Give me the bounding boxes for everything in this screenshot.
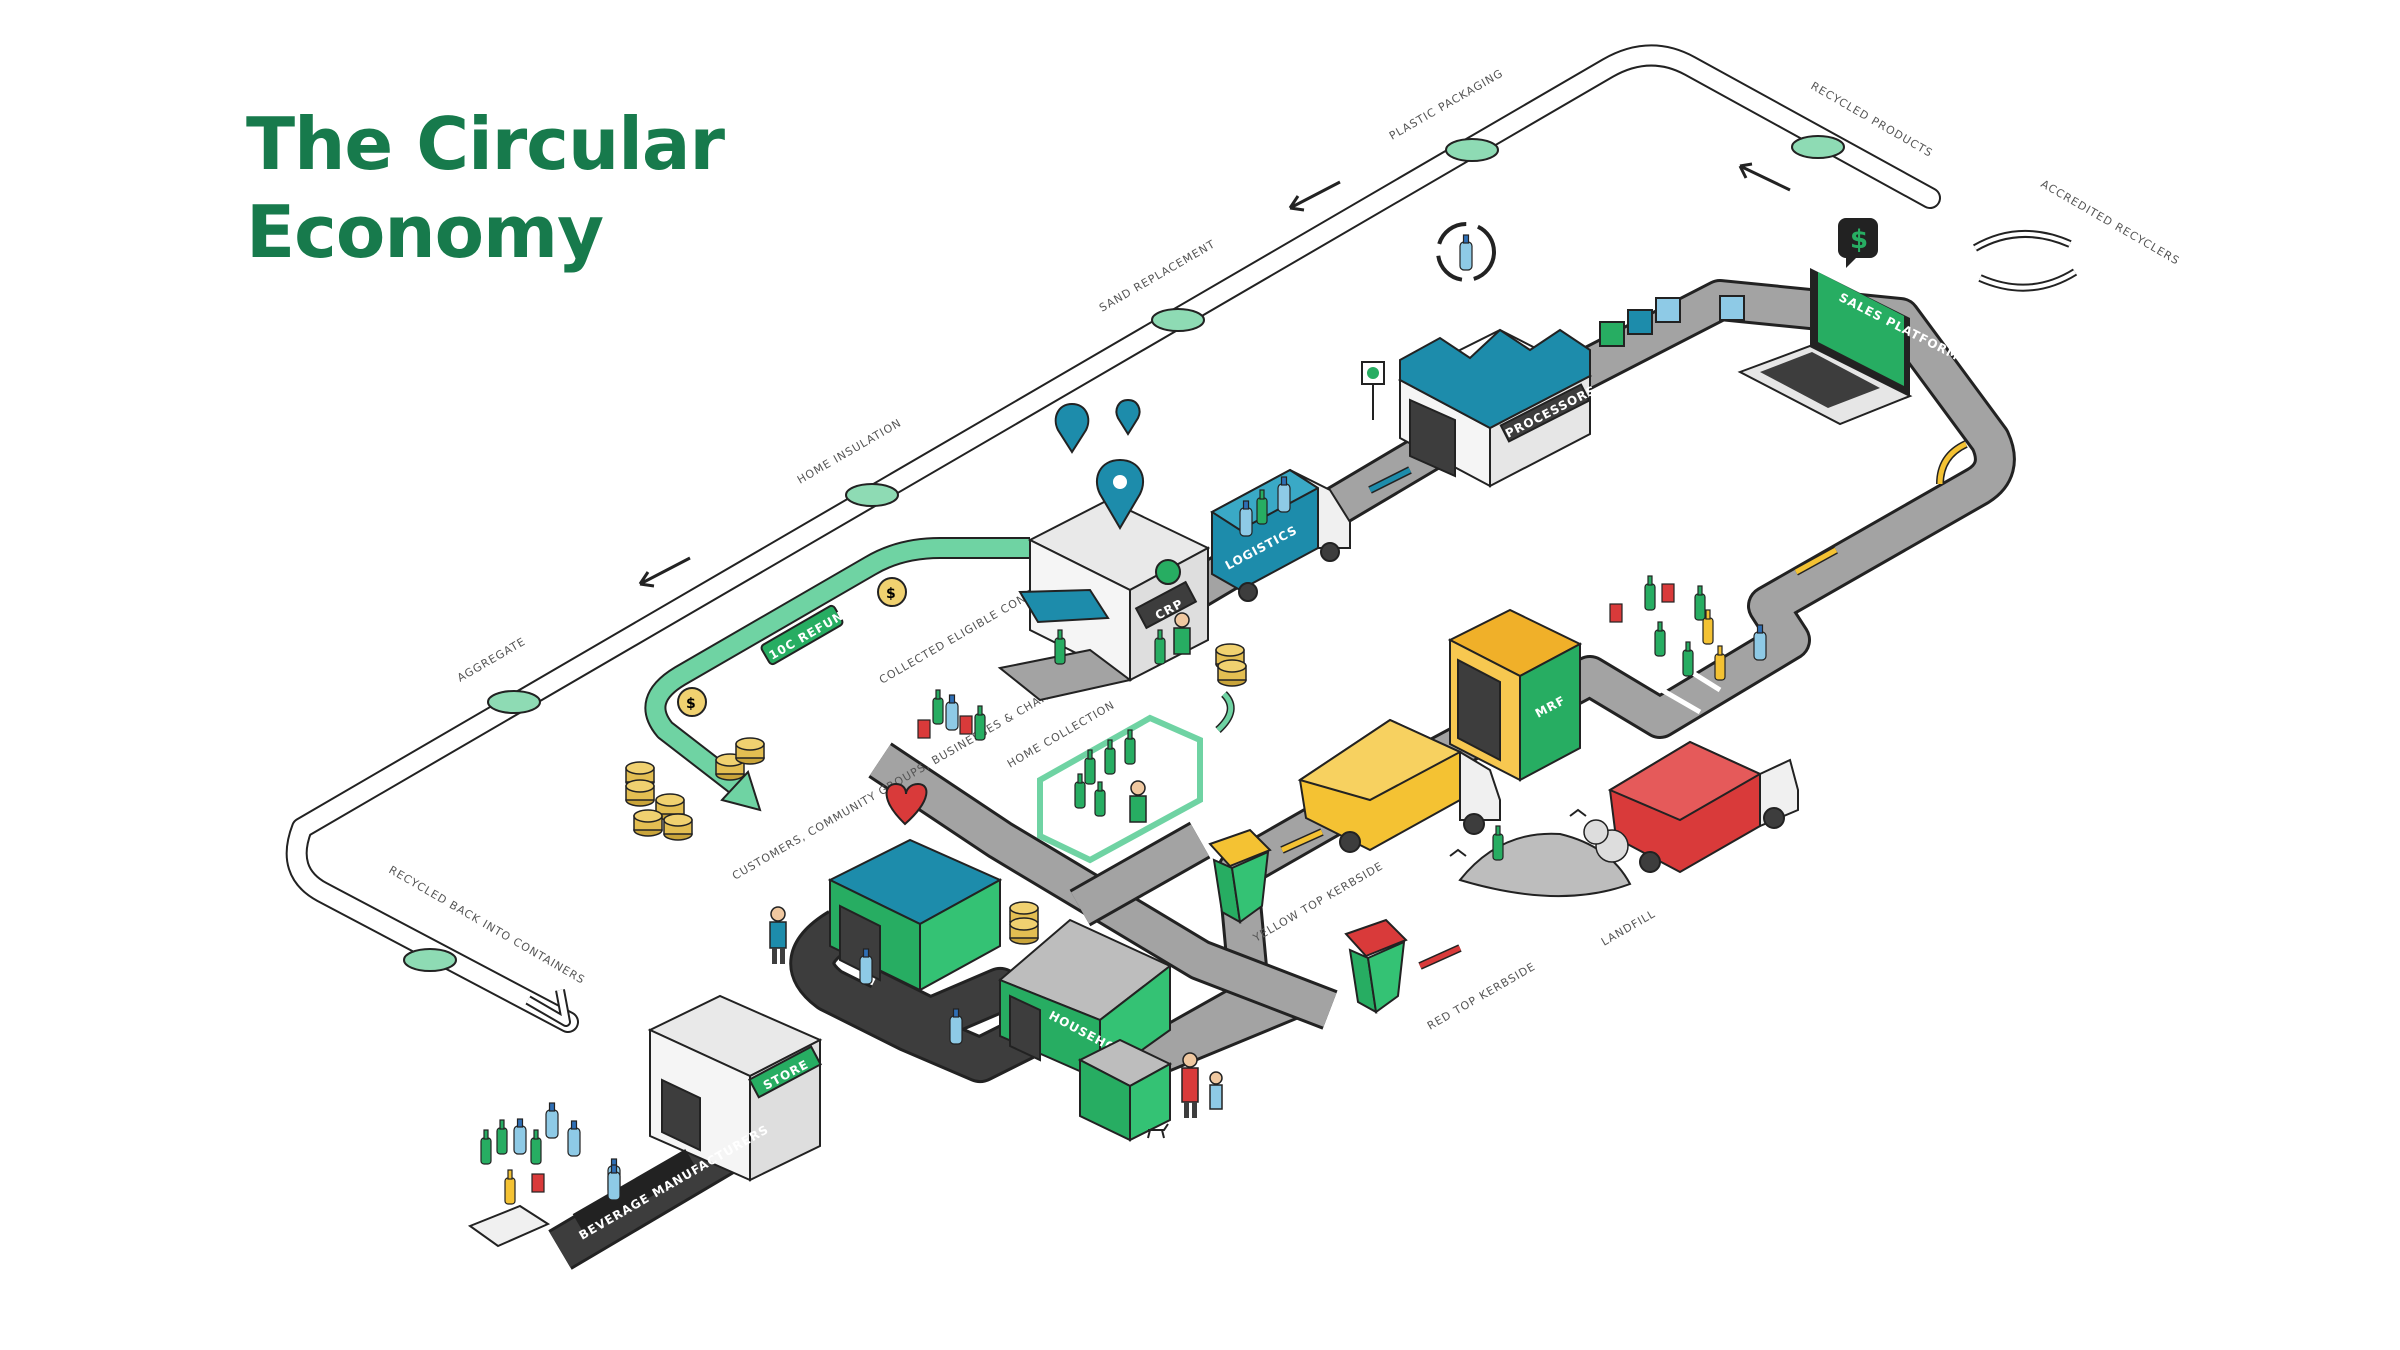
store-building: STORE (647, 994, 823, 1182)
people (769, 612, 1223, 1139)
recycle-arrows-icon (1973, 229, 2078, 292)
loop-arrow-2 (1288, 180, 1341, 212)
processors-building: PROCESSORS (1397, 295, 1745, 488)
loop-node-home-insulation (845, 483, 899, 507)
svg-text:$: $ (686, 696, 696, 712)
label-aggregate: AGGREGATE (455, 635, 528, 685)
flow-arrows (1215, 440, 1968, 970)
home-collection-van (1037, 714, 1203, 864)
outer-loop (285, 44, 1941, 1033)
logistics-truck: LOGISTICS (1210, 468, 1351, 602)
svg-text:$: $ (886, 586, 896, 602)
landfill-pile (1449, 808, 1632, 897)
label-accredited-recyclers: ACCREDITED RECYCLERS (2039, 177, 2183, 267)
page-title: The Circular Economy (246, 100, 725, 276)
svg-text:$: $ (1850, 225, 1868, 255)
dollar-chat-icon: $ (1838, 218, 1878, 268)
loop-arrow-1 (638, 556, 691, 588)
yellow-top-bin (1208, 828, 1272, 924)
title-line-2: Economy (246, 190, 604, 274)
loop-arrow-3 (1738, 162, 1791, 192)
red-garbage-truck (1607, 740, 1799, 874)
heart-icon (885, 782, 928, 826)
loop-node-recycled-back (403, 948, 457, 972)
red-top-bin (1344, 918, 1408, 1014)
processors-recycle-icon (1436, 222, 1496, 282)
customers-building (827, 838, 1003, 992)
yellow-garbage-truck (1297, 718, 1501, 853)
refund-path (644, 537, 1030, 812)
title-line-1: The Circular (246, 102, 725, 186)
loop-node-plastic-packaging (1445, 138, 1499, 162)
label-red-top: RED TOP KERBSIDE (1425, 960, 1538, 1033)
label-landfill: LANDFILL (1599, 907, 1658, 948)
loop-node-recycled-products (1791, 135, 1845, 159)
loop-node-sand-replacement (1151, 308, 1205, 332)
crp-building: CRP (997, 498, 1211, 702)
processor-sign (1361, 361, 1385, 420)
dollar-coin-icon: $ $ (625, 577, 1247, 945)
location-pin-icon (1054, 398, 1145, 530)
loop-node-aggregate (487, 690, 541, 714)
household-building: HOUSEHOLD (998, 918, 1173, 1142)
mrf-building: MRF (1447, 608, 1583, 782)
